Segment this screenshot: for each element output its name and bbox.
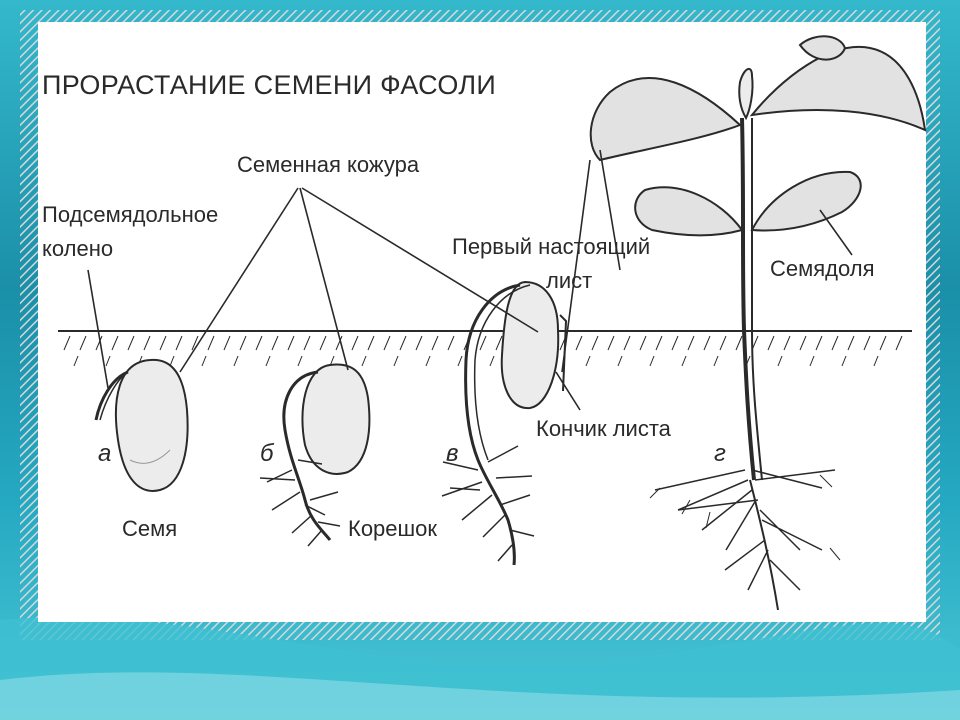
label-first-leaf-line2: лист xyxy=(546,268,593,293)
leader-lines xyxy=(87,149,853,411)
label-hypocotyl-line2: колено xyxy=(42,236,114,261)
stage-label-b: б xyxy=(260,440,274,467)
stage-label-a: а xyxy=(98,440,112,467)
label-hypocotyl-line1: Подсемядольное xyxy=(42,202,219,227)
label-first-leaf-line1: Первый настоящий xyxy=(452,234,651,259)
stage-a-seed xyxy=(94,358,189,492)
label-leaf-tip: Кончик листа xyxy=(536,416,671,441)
soil-surface xyxy=(58,330,912,367)
stage-label-d: г xyxy=(714,440,726,467)
label-seed-coat: Семенная кожура xyxy=(237,152,420,177)
page-title: ПРОРАСТАНИЕ СЕМЕНИ ФАСОЛИ xyxy=(42,70,497,100)
diagram-panel xyxy=(38,22,926,622)
stage-b-seed xyxy=(259,363,371,547)
label-cotyledon: Семядоля xyxy=(770,256,875,281)
label-seed: Семя xyxy=(122,516,178,541)
stage-c-seedling xyxy=(441,280,568,566)
label-root: Корешок xyxy=(348,516,438,541)
stage-label-c: в xyxy=(446,440,459,467)
stage-d-plant xyxy=(589,35,927,611)
